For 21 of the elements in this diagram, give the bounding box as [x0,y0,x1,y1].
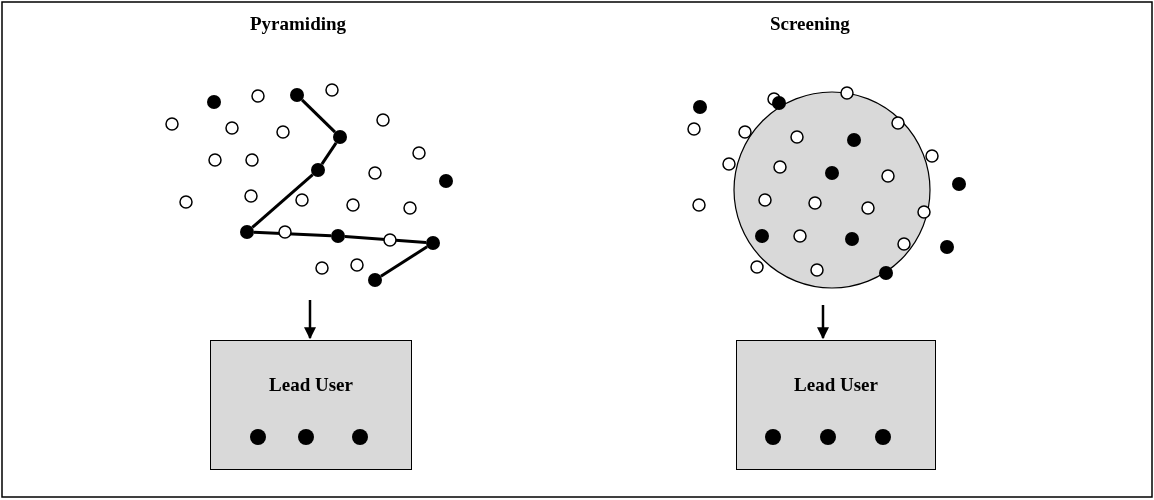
connector-line [300,98,337,134]
lead-user-box [736,340,936,470]
arrow [304,300,316,340]
connector-line [251,173,314,229]
panel-heading: Pyramiding [250,13,347,35]
box-title: Lead User [268,374,354,396]
filled-dot [426,236,440,250]
filled-dot [240,225,254,239]
box-title: Lead User [793,374,879,396]
filled-dot [290,88,304,102]
arrow [817,305,829,340]
connector-line [253,230,332,238]
connector-line [344,235,427,244]
filled-dot [333,130,347,144]
panel-heading: Screening [770,13,850,35]
filled-dot [311,163,325,177]
filled-dot [368,273,382,287]
connector-line [320,142,338,165]
filled-dot [331,229,345,243]
lead-user-box [210,340,412,470]
connector-line [380,245,428,278]
